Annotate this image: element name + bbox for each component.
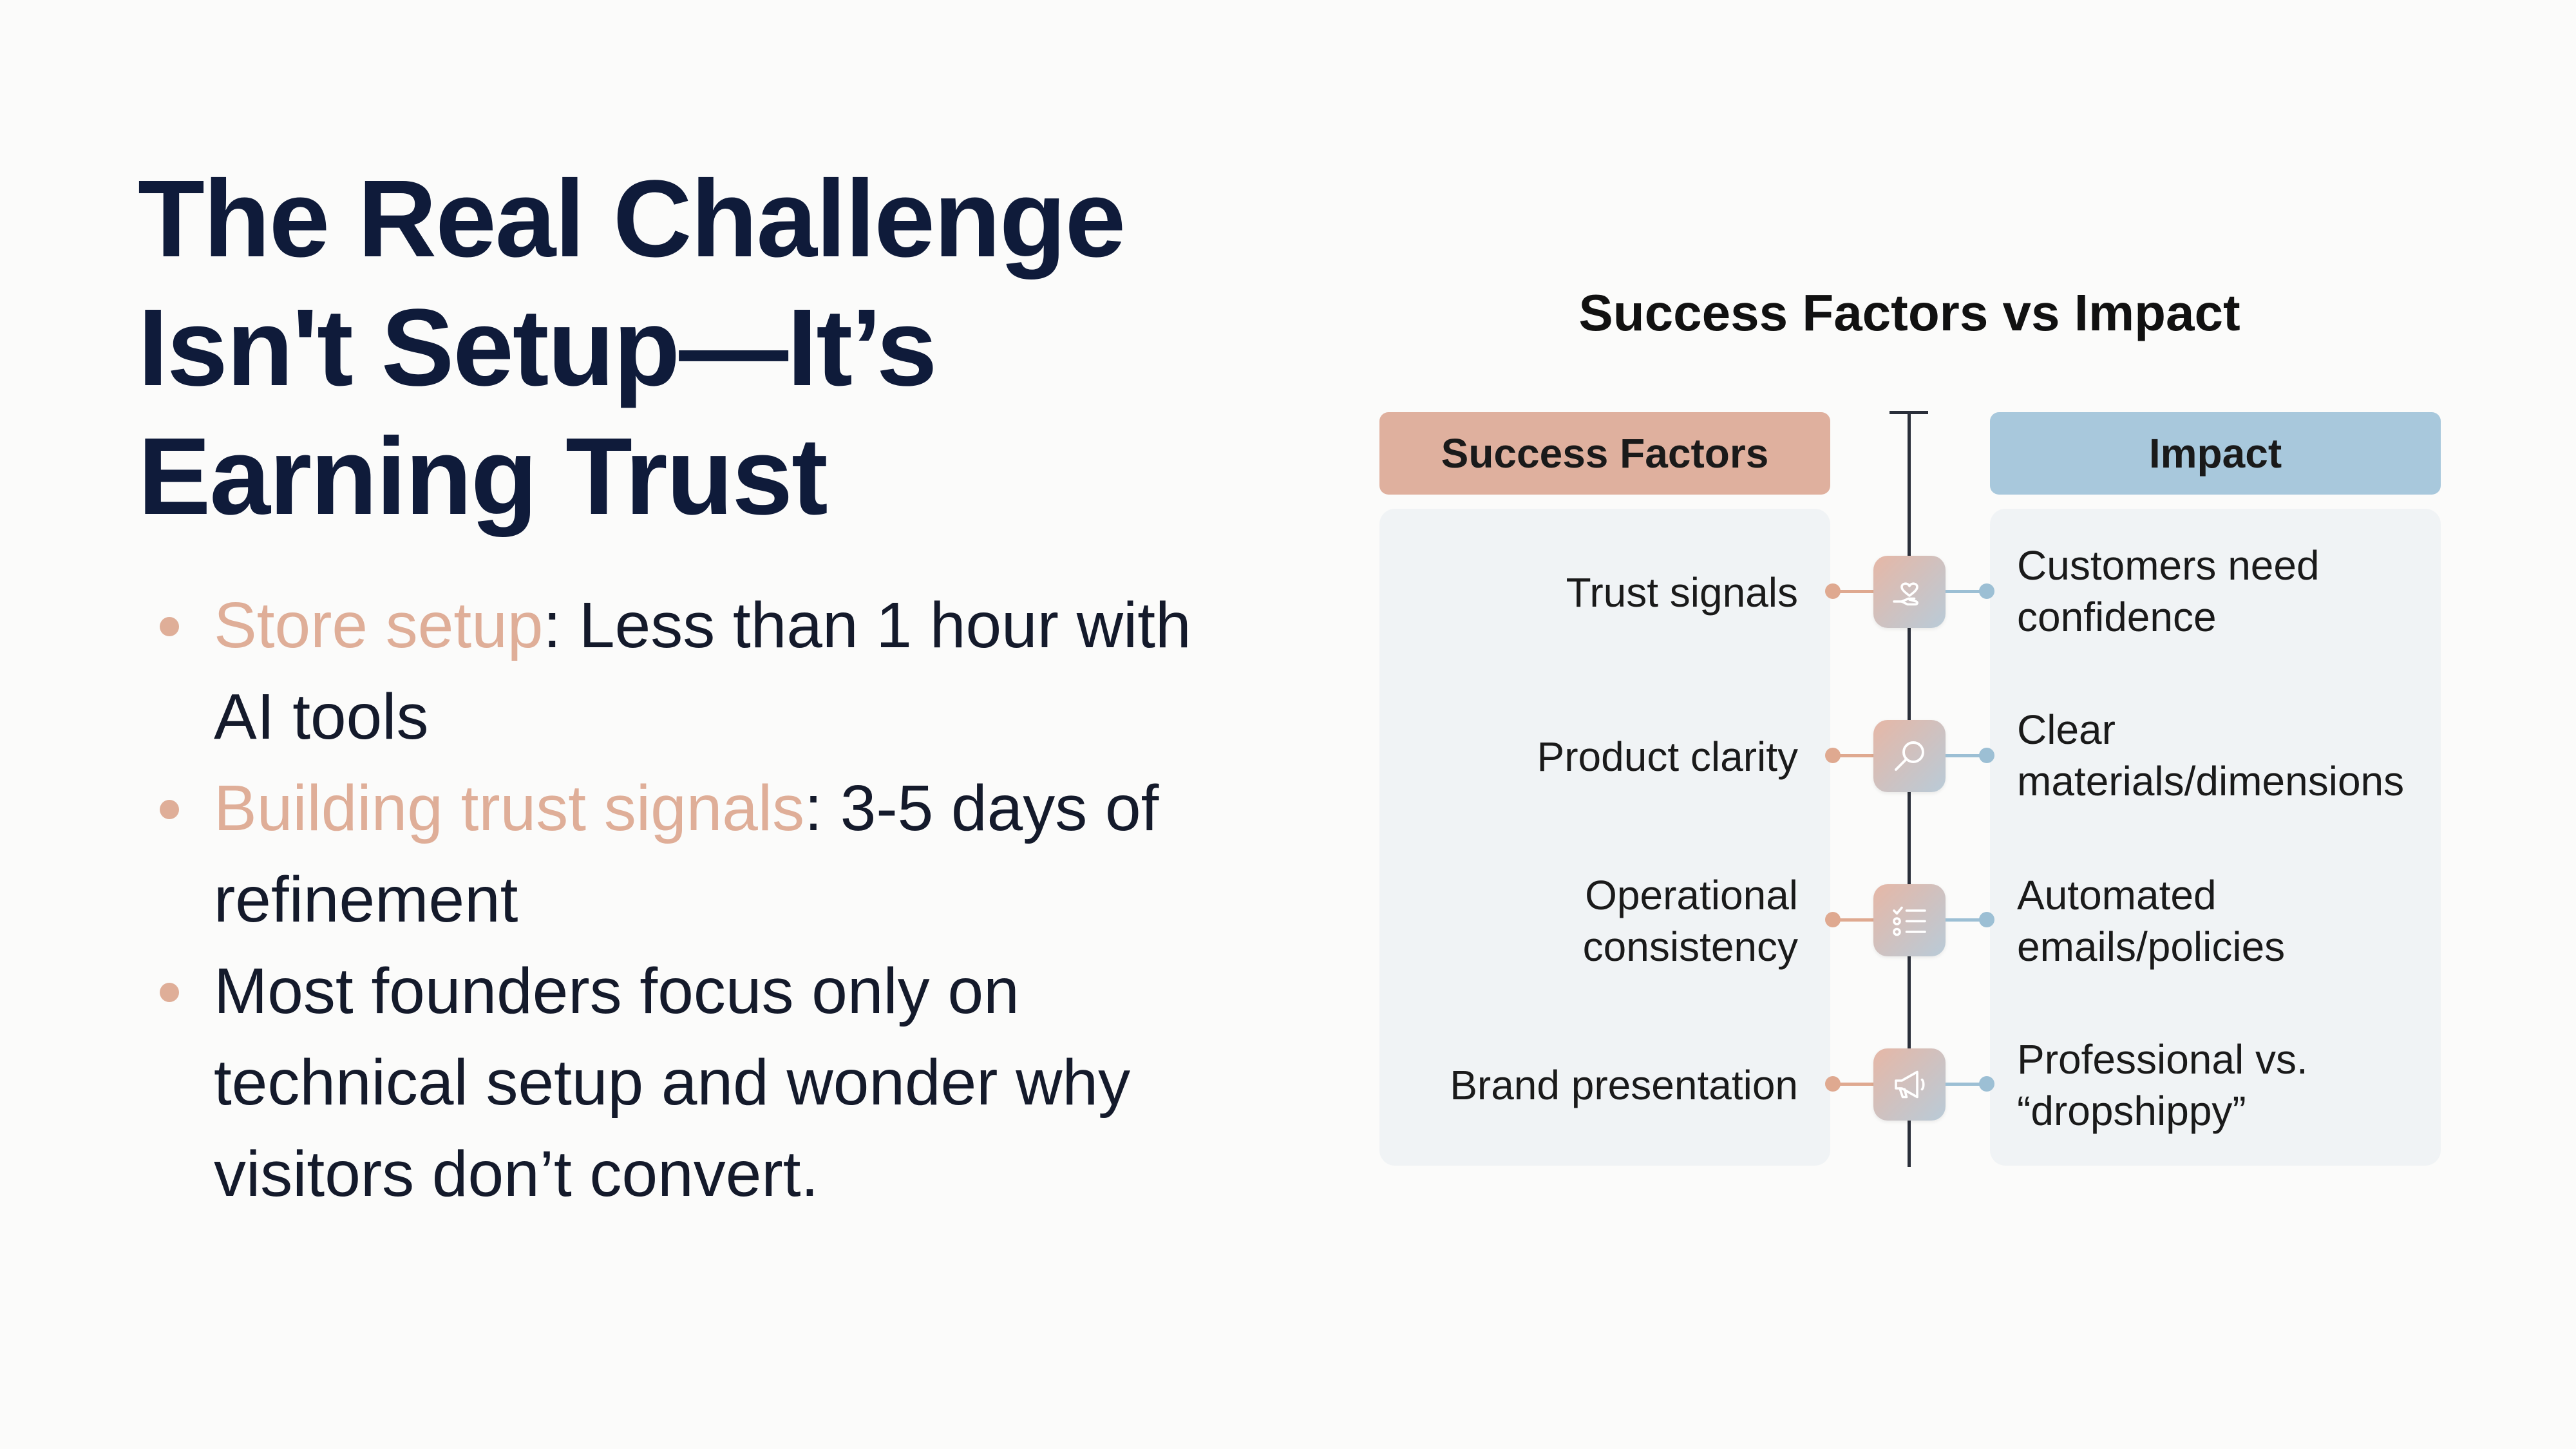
slide-title-line-1: The Real Challenge xyxy=(138,158,1126,280)
right-connector xyxy=(1946,912,1994,927)
bullet-item: Store setup: Less than 1 hour with AI to… xyxy=(149,580,1257,762)
right-connector xyxy=(1946,748,1994,763)
success-factors-panel xyxy=(1379,509,1830,1166)
impact-customers-need-confidence: Customers need confidence xyxy=(2017,542,2320,640)
left-connector xyxy=(1825,583,1874,599)
hand-heart-icon xyxy=(1873,556,1946,628)
slide-title: The Real Challenge Isn't Setup—It’s Earn… xyxy=(138,155,1233,541)
factor-trust-signals: Trust signals xyxy=(1566,569,1798,616)
impact-header: Impact xyxy=(1990,412,2441,495)
impact-panel xyxy=(1990,509,2441,1166)
slide-title-line-3: Earning Trust xyxy=(138,415,828,538)
impact-clear-materials-dimensions: Clear materials/dimensions xyxy=(2017,706,2405,804)
bullet-list: Store setup: Less than 1 hour with AI to… xyxy=(149,580,1257,1220)
factor-product-clarity: Product clarity xyxy=(1537,734,1798,780)
left-connector xyxy=(1825,912,1874,927)
diagram-title: Success Factors vs Impact xyxy=(1578,284,2240,341)
slide-title-line-2: Isn't Setup—It’s xyxy=(138,287,937,409)
bullet-highlight: Building trust signals xyxy=(214,772,805,844)
impact-professional-vs-dropshippy: Professional vs. “dropshippy” xyxy=(2017,1036,2308,1134)
bullet-text: : 3-5 days of refinement xyxy=(214,772,1159,936)
bullet-dot-icon xyxy=(160,983,179,1002)
left-connector xyxy=(1825,748,1874,763)
factor-brand-presentation: Brand presentation xyxy=(1450,1062,1798,1108)
success-factors-header: Success Factors xyxy=(1379,412,1830,495)
checklist-icon xyxy=(1873,884,1946,956)
bullet-dot-icon xyxy=(160,800,179,819)
bullet-text: : Less than 1 hour with AI tools xyxy=(214,589,1191,753)
magnifier-icon xyxy=(1873,720,1946,792)
bullet-text: Most founders focus only on technical se… xyxy=(214,955,1131,1210)
megaphone-icon xyxy=(1873,1048,1946,1121)
impact-automated-emails-policies: Automated emails/policies xyxy=(2017,872,2286,970)
factor-operational-consistency: Operational consistency xyxy=(1582,872,1798,970)
left-connector xyxy=(1825,1076,1874,1092)
bullet-item: Most founders focus only on technical se… xyxy=(149,945,1257,1220)
right-connector xyxy=(1946,1076,1994,1092)
bullet-item: Building trust signals: 3-5 days of refi… xyxy=(149,762,1257,945)
right-connector xyxy=(1946,583,1994,599)
bullet-dot-icon xyxy=(160,617,179,636)
bullet-highlight: Store setup xyxy=(214,589,544,661)
